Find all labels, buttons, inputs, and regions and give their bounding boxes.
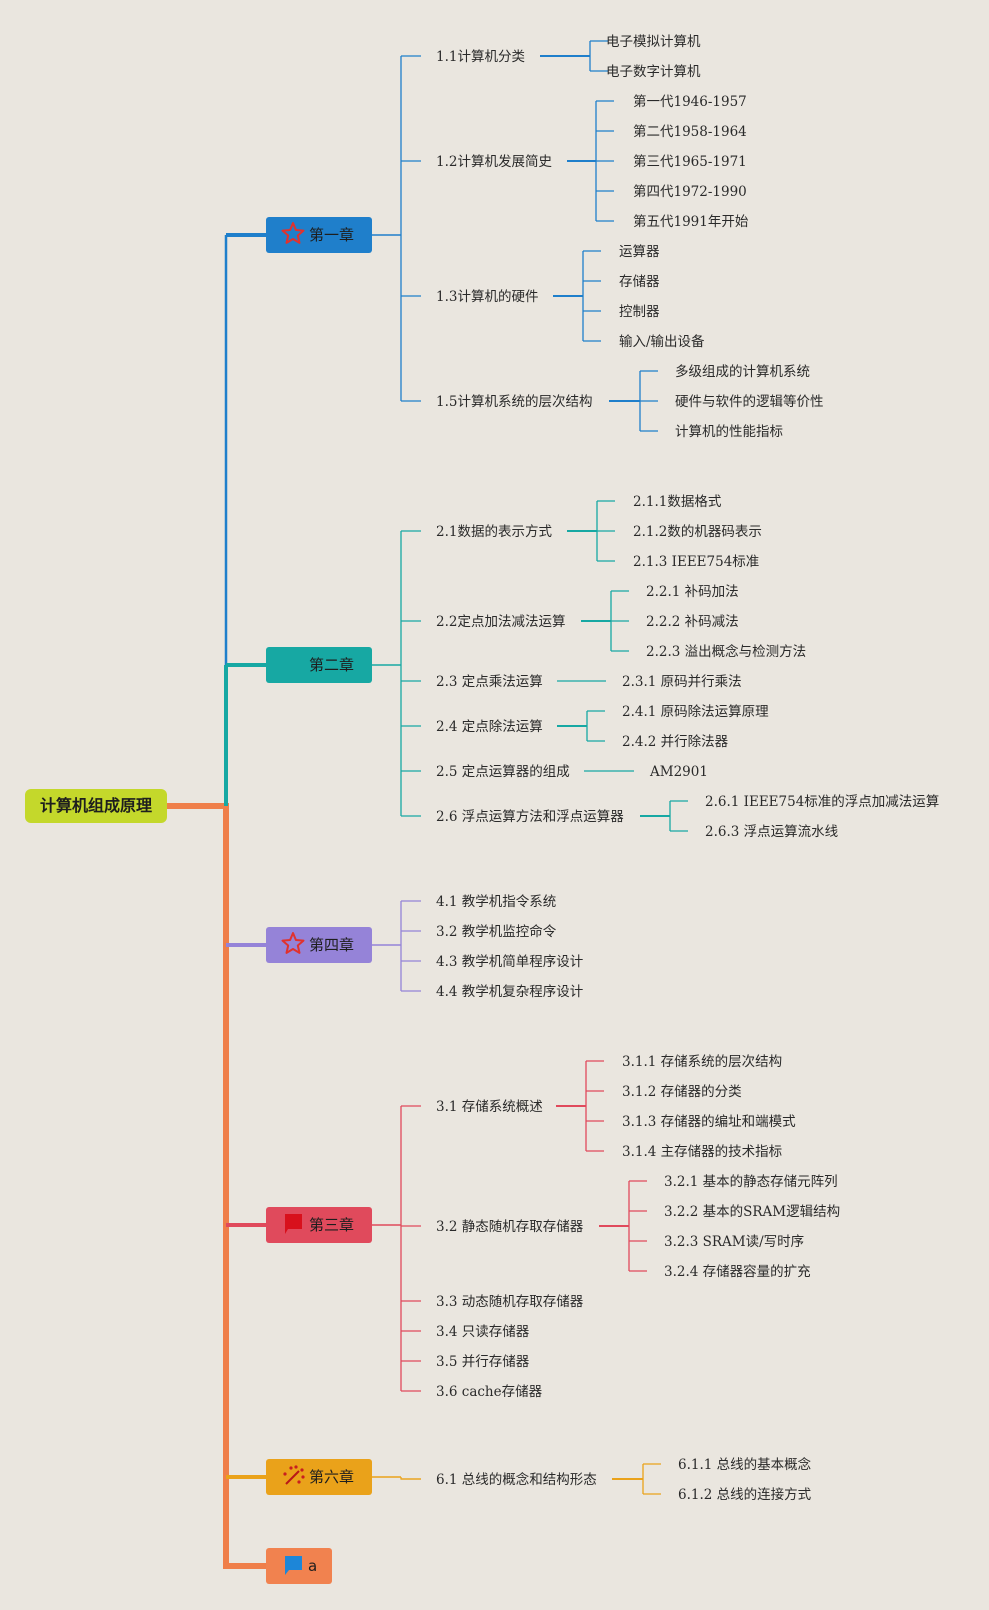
chapter-label: 第六章 xyxy=(309,1468,354,1486)
topic-node[interactable]: 2.2定点加法减法运算 xyxy=(436,614,565,630)
topic-node[interactable]: 2.1数据的表示方式 xyxy=(436,524,552,540)
topic-node[interactable]: 2.5 定点运算器的组成 xyxy=(436,764,570,780)
star-outline-icon xyxy=(281,932,305,954)
star-outline-icon xyxy=(281,222,305,244)
subtopic-node[interactable]: 硬件与软件的逻辑等价性 xyxy=(675,393,824,410)
root-label: 计算机组成原理 xyxy=(40,796,152,815)
subtopic-node[interactable]: 第一代1946-1957 xyxy=(633,93,747,110)
chapter-label: 第三章 xyxy=(309,1216,354,1234)
chapter-node-cha[interactable]: a xyxy=(266,1548,332,1584)
subtopic-node[interactable]: 第三代1965-1971 xyxy=(633,153,747,170)
chapter-node-ch2[interactable]: 第二章 xyxy=(266,647,372,683)
topic-node[interactable]: 3.1 存储系统概述 xyxy=(436,1099,543,1115)
topic-node[interactable]: 6.1 总线的概念和结构形态 xyxy=(436,1471,597,1488)
root-node[interactable]: 计算机组成原理 xyxy=(25,789,167,823)
subtopic-node[interactable]: 2.3.1 原码并行乘法 xyxy=(622,674,742,690)
topic-node[interactable]: 4.4 教学机复杂程序设计 xyxy=(436,983,583,1000)
chapter-label: a xyxy=(308,1557,317,1575)
subtopic-node[interactable]: 2.4.1 原码除法运算原理 xyxy=(622,704,769,720)
subtopic-node[interactable]: 第五代1991年开始 xyxy=(633,213,749,230)
subtopic-node[interactable]: 3.2.3 SRAM读/写时序 xyxy=(664,1234,804,1250)
topic-node[interactable]: 1.3计算机的硬件 xyxy=(436,289,538,305)
subtopic-node[interactable]: 2.1.2数的机器码表示 xyxy=(633,524,762,540)
root-trunk-line xyxy=(164,803,269,1569)
topic-node[interactable]: 3.2 教学机监控命令 xyxy=(436,923,557,940)
topic-node[interactable]: 4.1 教学机指令系统 xyxy=(436,894,556,910)
connector-lines xyxy=(164,40,688,1569)
topic-node[interactable]: 3.6 cache存储器 xyxy=(436,1384,543,1400)
subtopic-node[interactable]: 3.2.1 基本的静态存储元阵列 xyxy=(664,1173,838,1190)
topic-node[interactable]: 3.2 静态随机存取存储器 xyxy=(436,1219,584,1235)
topic-node[interactable]: 1.1计算机分类 xyxy=(436,49,525,65)
subtopic-node[interactable]: 6.1.1 总线的基本概念 xyxy=(678,1456,811,1473)
chapter-label: 第一章 xyxy=(309,226,354,244)
topic-node[interactable]: 2.4 定点除法运算 xyxy=(436,719,543,735)
topic-node[interactable]: 3.3 动态随机存取存储器 xyxy=(436,1294,584,1310)
subtopic-node[interactable]: 2.6.1 IEEE754标准的浮点加减法运算 xyxy=(705,794,939,810)
subtopic-node[interactable]: 2.2.2 补码减法 xyxy=(646,614,739,630)
chapter-label: 第四章 xyxy=(309,936,354,954)
subtopic-node[interactable]: 2.6.3 浮点运算流水线 xyxy=(705,824,838,840)
subtopic-node[interactable]: 2.4.2 并行除法器 xyxy=(622,734,729,750)
subtopic-node[interactable]: 2.2.3 溢出概念与检测方法 xyxy=(646,643,806,660)
chapter-label: 第二章 xyxy=(309,656,354,674)
subtopic-node[interactable]: 6.1.2 总线的连接方式 xyxy=(678,1486,812,1503)
subtopic-node[interactable]: 3.2.4 存储器容量的扩充 xyxy=(664,1263,811,1280)
subtopic-node[interactable]: 3.1.4 主存储器的技术指标 xyxy=(622,1144,782,1160)
subtopic-node[interactable]: 3.1.3 存储器的编址和端模式 xyxy=(622,1114,796,1130)
subtopic-node[interactable]: 2.1.3 IEEE754标准 xyxy=(633,554,759,570)
chapter-node-ch6[interactable]: 第六章 xyxy=(266,1459,372,1495)
topic-node[interactable]: 4.3 教学机简单程序设计 xyxy=(436,953,583,970)
chapter-node-ch1[interactable]: 第一章 xyxy=(266,217,372,253)
topic-node[interactable]: 3.4 只读存储器 xyxy=(436,1324,530,1340)
flag-icon xyxy=(285,1214,302,1234)
sparkle-icon xyxy=(283,1465,305,1485)
chapter-node-ch3[interactable]: 第三章 xyxy=(266,1207,372,1243)
topic-node[interactable]: 1.2计算机发展简史 xyxy=(436,153,552,170)
topic-node[interactable]: 1.5计算机系统的层次结构 xyxy=(436,394,592,410)
subtopic-node[interactable]: 电子数字计算机 xyxy=(606,64,701,80)
subtopic-node[interactable]: 计算机的性能指标 xyxy=(675,424,783,440)
subtopic-node[interactable]: 存储器 xyxy=(619,274,660,290)
blue-flag-icon xyxy=(285,1556,302,1575)
topic-node[interactable]: 2.3 定点乘法运算 xyxy=(436,674,543,690)
chapter-node-ch4[interactable]: 第四章 xyxy=(266,927,372,963)
topic-node[interactable]: 3.5 并行存储器 xyxy=(436,1354,530,1370)
subtopic-node[interactable]: 3.1.1 存储系统的层次结构 xyxy=(622,1054,782,1070)
subtopic-node[interactable]: 控制器 xyxy=(619,304,660,320)
subtopic-node[interactable]: 第四代1972-1990 xyxy=(633,183,747,200)
subtopic-node[interactable]: AM2901 xyxy=(649,764,708,780)
topic-node[interactable]: 2.6 浮点运算方法和浮点运算器 xyxy=(436,809,624,825)
subtopic-node[interactable]: 输入/输出设备 xyxy=(619,333,705,350)
subtopic-node[interactable]: 2.1.1数据格式 xyxy=(633,494,722,510)
subtopic-node[interactable]: 2.2.1 补码加法 xyxy=(646,584,739,600)
subtopic-node[interactable]: 3.2.2 基本的SRAM逻辑结构 xyxy=(664,1203,840,1220)
subtopic-node[interactable]: 运算器 xyxy=(619,244,660,260)
subtopic-node[interactable]: 第二代1958-1964 xyxy=(633,123,747,140)
subtopic-node[interactable]: 多级组成的计算机系统 xyxy=(675,363,810,380)
subtopic-node[interactable]: 电子模拟计算机 xyxy=(606,34,701,50)
subtopic-node[interactable]: 3.1.2 存储器的分类 xyxy=(622,1084,742,1100)
